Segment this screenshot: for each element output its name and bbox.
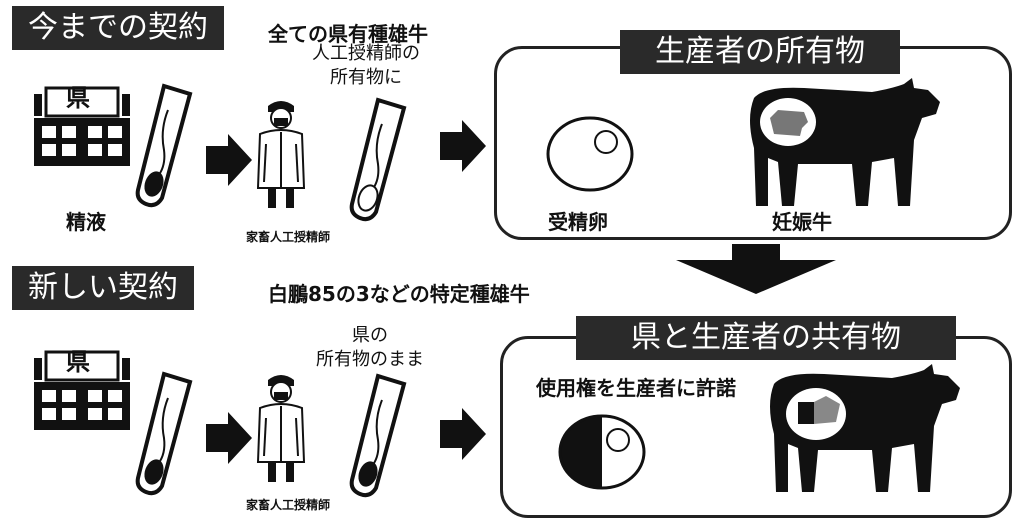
embryo-icon bbox=[544, 114, 636, 194]
producer-ownership-title: 生産者の所有物 bbox=[620, 30, 900, 74]
technician-icon bbox=[254, 370, 308, 486]
prefecture-label: 県 bbox=[66, 348, 90, 376]
test-tube-icon bbox=[346, 370, 407, 500]
technician-label: 家畜人工授精師 bbox=[246, 498, 331, 512]
arrow-right-icon bbox=[440, 120, 486, 172]
test-tube-icon bbox=[132, 80, 193, 210]
technician-icon bbox=[254, 96, 308, 212]
old-contract-header: 今までの契約 bbox=[12, 6, 224, 50]
test-tube-icon bbox=[346, 94, 407, 224]
arrow-down-icon bbox=[676, 244, 836, 294]
arrow-right-icon bbox=[440, 408, 486, 460]
new-contract-header: 新しい契約 bbox=[12, 266, 194, 310]
prefecture-label: 県 bbox=[66, 84, 90, 112]
semen-label: 精液 bbox=[66, 210, 106, 234]
shared-cow-icon bbox=[764, 364, 964, 496]
arrow-right-icon bbox=[206, 412, 252, 464]
technician-label: 家畜人工授精師 bbox=[246, 230, 331, 244]
ownership-note: 県の 所有物のまま bbox=[316, 325, 424, 370]
shared-embryo-icon bbox=[556, 412, 648, 492]
prefecture-building-icon bbox=[34, 350, 130, 430]
new-bull-caption: 白鵬85の3などの特定種雄牛 bbox=[268, 282, 530, 306]
prefecture-building-icon bbox=[34, 86, 130, 166]
old-bull-caption: 全ての県有種雄牛 bbox=[268, 22, 428, 46]
pregnant-cow-icon bbox=[744, 78, 944, 210]
arrow-right-icon bbox=[206, 134, 252, 186]
shared-ownership-title: 県と生産者の共有物 bbox=[576, 316, 956, 360]
pregnant-cow-label: 妊娠牛 bbox=[772, 210, 832, 234]
license-label: 使用権を生産者に許諾 bbox=[536, 376, 736, 400]
embryo-label: 受精卵 bbox=[548, 210, 608, 234]
ownership-note: 人工授精師の 所有物に bbox=[312, 43, 420, 88]
test-tube-icon bbox=[132, 368, 193, 498]
